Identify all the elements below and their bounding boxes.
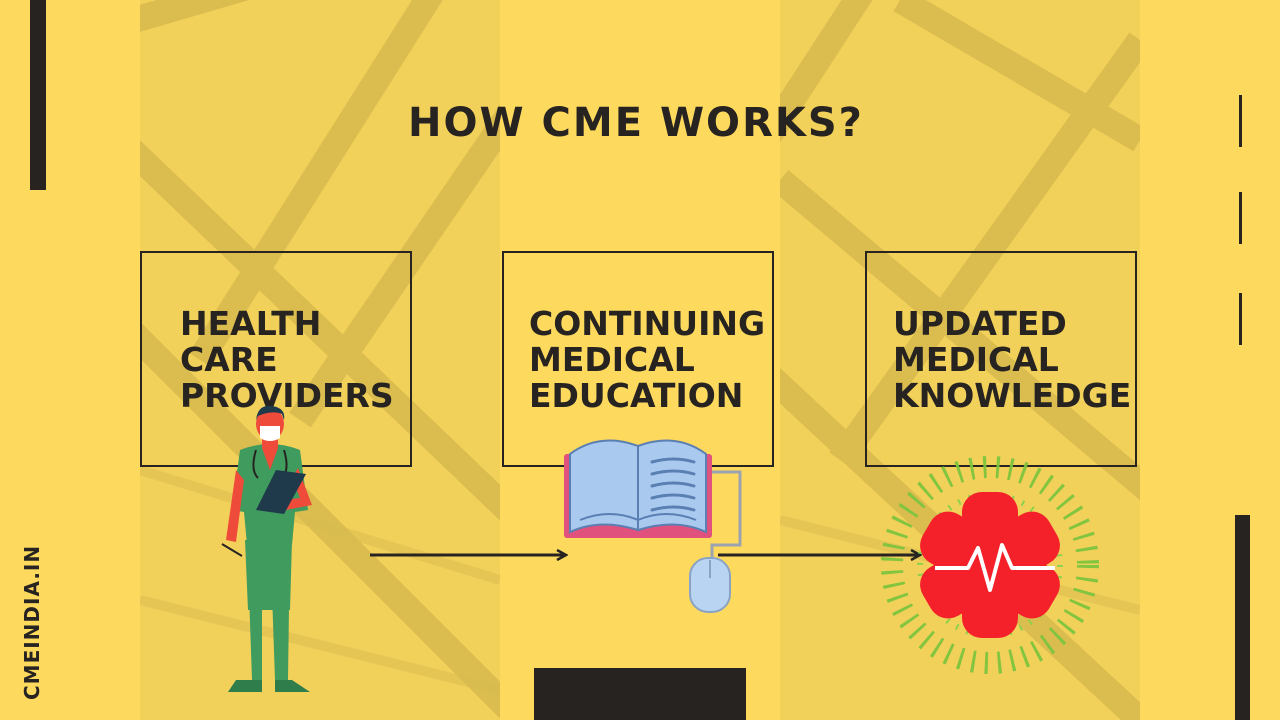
right-dash-2	[1239, 192, 1242, 244]
left-accent-bar	[30, 0, 46, 190]
bottom-accent-block	[534, 668, 746, 720]
right-accent-bar	[1235, 515, 1250, 720]
right-dash-3	[1239, 293, 1242, 345]
site-url-label: CMEINDIA.IN	[20, 544, 44, 700]
step-label-health-care-providers: HEALTH CARE PROVIDERS	[180, 304, 394, 415]
step-label-updated-medical-knowledge: UPDATED MEDICAL KNOWLEDGE	[893, 304, 1132, 415]
left-photo-panel	[140, 0, 500, 720]
page-title: HOW CME WORKS?	[408, 100, 864, 146]
right-dash-1	[1239, 95, 1242, 147]
medical-star-icon	[881, 456, 1099, 674]
book-icon	[564, 439, 712, 538]
step-box-updated-medical-knowledge	[865, 251, 1137, 467]
mouse-icon	[689, 470, 742, 613]
doctor-icon	[221, 405, 312, 692]
step-label-continuing-medical-education: CONTINUING MEDICAL EDUCATION	[529, 304, 766, 415]
